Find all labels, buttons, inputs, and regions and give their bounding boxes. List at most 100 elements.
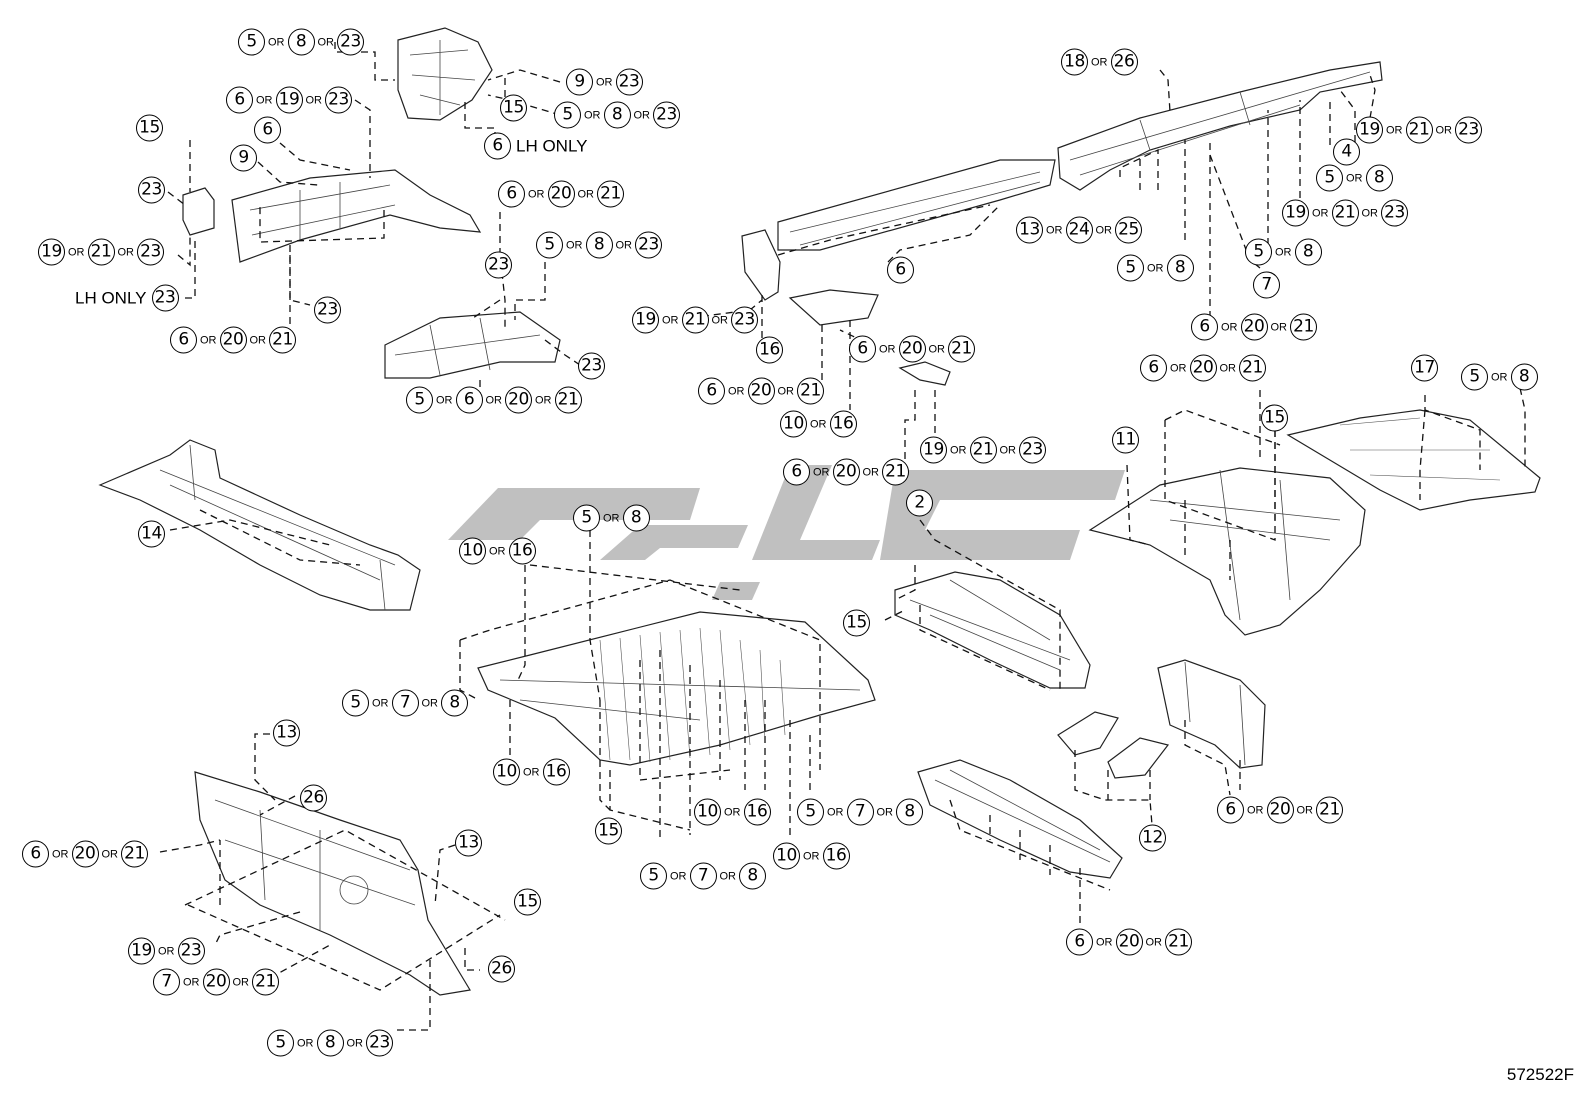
callout-c16: 23 [485, 251, 512, 279]
part-number-circle: 21 [87, 238, 115, 266]
part-number-circle: 21 [969, 436, 997, 464]
or-separator: OR [1219, 362, 1237, 374]
or-separator: OR [1435, 124, 1453, 136]
part-number-circle: 15 [136, 114, 163, 142]
part-number-circle: 10 [773, 842, 800, 870]
part-number-circle: 10 [694, 798, 721, 826]
part-number-circle: 9 [230, 144, 257, 172]
part-number-circle: 21 [554, 386, 582, 414]
part-number-circle: 20 [219, 326, 247, 354]
or-separator: OR [603, 512, 620, 524]
part-number-circle: 8 [1510, 363, 1538, 391]
part-number-circle: 19 [38, 238, 65, 266]
part-number-circle: 21 [121, 840, 148, 868]
part-number-circle: 16 [743, 798, 771, 826]
part-number-circle: 5 [536, 231, 563, 259]
part-number-circle: 8 [1166, 254, 1194, 282]
part-number-circle: 8 [739, 862, 766, 890]
callout-c18: 23 [578, 352, 605, 380]
part-number-circle: 15 [500, 94, 527, 122]
part-number-circle: 9 [566, 68, 593, 96]
or-separator: OR [1096, 936, 1113, 948]
part-number-circle: 23 [138, 176, 165, 204]
part-number-circle: 10 [459, 537, 486, 565]
or-separator: OR [1386, 124, 1403, 136]
part-number-circle: 6 [1066, 928, 1093, 956]
callout-c07: 15 [500, 94, 527, 122]
part-number-circle: 5 [267, 1029, 294, 1057]
callout-c32: 16 [756, 336, 783, 364]
part-number-circle: 5 [640, 862, 667, 890]
part-number-circle: 20 [547, 180, 575, 208]
part-number-circle: 19 [275, 86, 303, 114]
or-separator: OR [535, 394, 552, 406]
part-number-circle: 21 [1316, 796, 1343, 824]
part-number-circle: 15 [843, 609, 870, 637]
or-separator: OR [1275, 246, 1292, 258]
front-pillar-lower-part [741, 229, 781, 301]
or-separator: OR [879, 343, 896, 355]
part-number-circle: 19 [1282, 199, 1309, 227]
or-separator: OR [1147, 262, 1164, 274]
part-number-circle: 6 [783, 458, 810, 486]
part-number-circle: 10 [493, 758, 520, 786]
or-separator: OR [1296, 804, 1314, 816]
floor-reinforcement-b-part [1107, 737, 1170, 779]
part-number-circle: 23 [177, 937, 205, 965]
callout-c63: 26 [488, 955, 515, 983]
part-number-circle: 23 [137, 238, 164, 266]
floor-side-member-part [1057, 61, 1383, 191]
part-number-circle: 5 [238, 28, 265, 56]
or-separator: OR [711, 314, 729, 326]
part-number-circle: 20 [202, 968, 230, 996]
or-separator: OR [728, 385, 745, 397]
callout-c49: 13 [273, 719, 300, 747]
or-separator: OR [827, 806, 844, 818]
callout-c41: 15 [1261, 404, 1288, 432]
or-separator: OR [297, 1037, 314, 1049]
or-separator: OR [421, 697, 439, 709]
part-number-circle: 21 [948, 335, 975, 363]
part-number-circle: 4 [1333, 138, 1360, 166]
or-separator: OR [584, 109, 601, 121]
part-number-circle: 6 [254, 116, 281, 144]
or-separator: OR [68, 246, 85, 258]
part-number-circle: 5 [1117, 254, 1144, 282]
part-number-circle: 20 [71, 840, 99, 868]
or-separator: OR [950, 444, 967, 456]
callout-c46: 2 [906, 489, 933, 517]
part-number-circle: 5 [573, 504, 600, 532]
or-separator: OR [1221, 321, 1238, 333]
part-number-circle: 7 [1253, 271, 1280, 299]
callout-c13: 23 [314, 296, 341, 324]
part-number-circle: 10 [780, 410, 807, 438]
or-separator: OR [1312, 207, 1329, 219]
part-number-circle: 13 [1016, 216, 1043, 244]
or-separator: OR [670, 870, 687, 882]
front-side-member-rh-part [384, 311, 561, 379]
part-number-circle: 6 [887, 256, 914, 284]
or-separator: OR [1270, 321, 1288, 333]
part-number-circle: 21 [1290, 313, 1317, 341]
